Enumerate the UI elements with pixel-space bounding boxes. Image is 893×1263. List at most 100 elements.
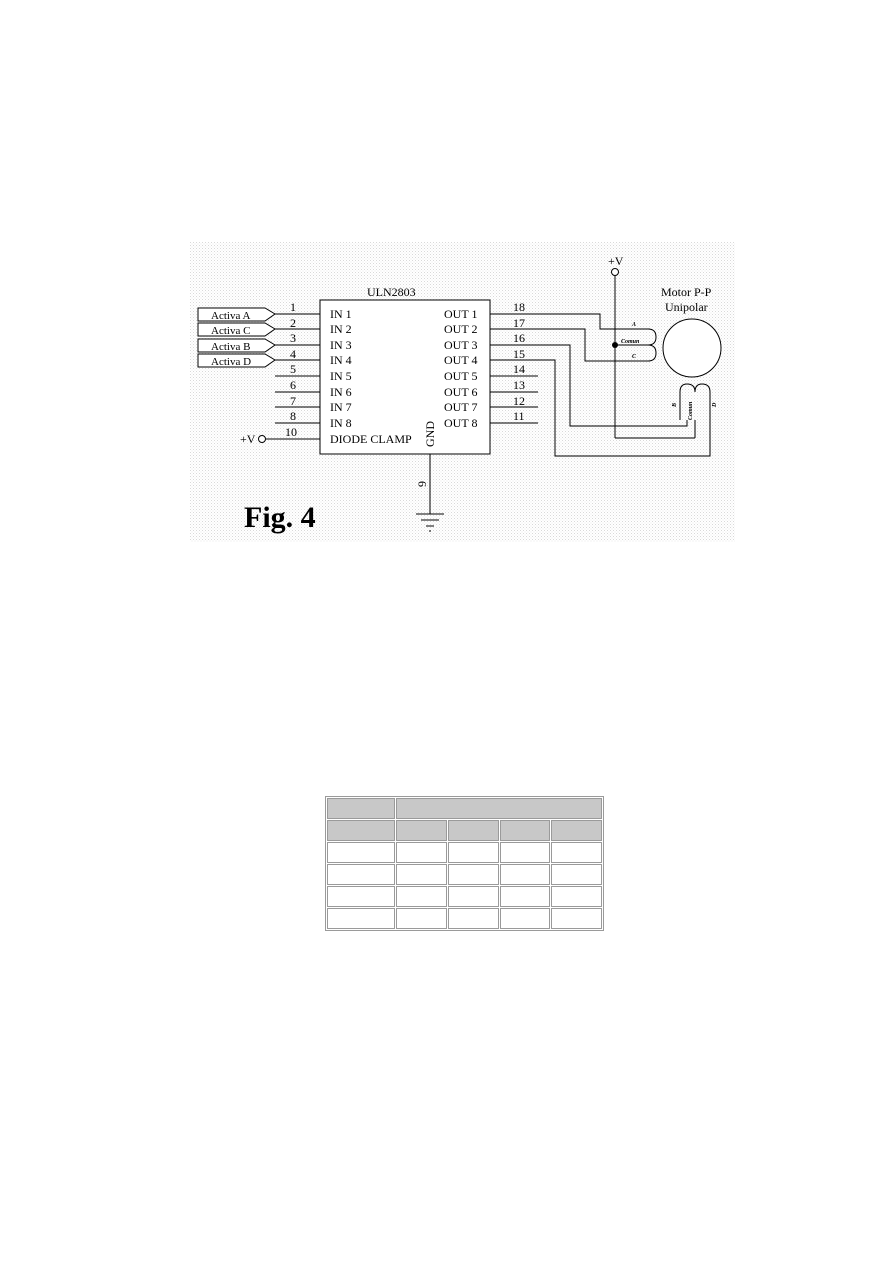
output-pin-lines bbox=[490, 313, 538, 424]
schematic: ULN2803 1 2 3 4 5 6 7 8 10 IN 1 IN 2 IN … bbox=[190, 242, 735, 542]
chip-body bbox=[319, 299, 491, 455]
coil-label: Comun bbox=[621, 339, 640, 345]
input-label: IN 8 bbox=[330, 416, 352, 430]
circuit-diagram: ULN2803 1 2 3 4 5 6 7 8 10 IN 1 IN 2 IN … bbox=[190, 242, 735, 542]
signal-box bbox=[197, 322, 276, 337]
table-header-cell bbox=[327, 820, 395, 841]
coil-label: D bbox=[712, 402, 718, 408]
motor-title-line2: Unipolar bbox=[665, 300, 708, 314]
pin-number: 16 bbox=[513, 331, 525, 345]
output-pin-numbers: 18 17 16 15 14 13 12 11 bbox=[513, 300, 525, 423]
output-label: OUT 5 bbox=[444, 369, 477, 383]
output-label: OUT 1 bbox=[444, 307, 477, 321]
signal-box bbox=[197, 307, 276, 322]
chip-name: ULN2803 bbox=[367, 285, 416, 299]
table-header-cell bbox=[551, 820, 602, 841]
pin-number: 1 bbox=[290, 300, 296, 314]
output-label: OUT 3 bbox=[444, 338, 477, 352]
signal-label: Activa C bbox=[211, 325, 250, 337]
table-row bbox=[327, 886, 602, 907]
blank-table bbox=[325, 796, 604, 931]
table-cell bbox=[499, 908, 551, 929]
table-cell bbox=[499, 842, 551, 863]
coil2-symbol bbox=[679, 383, 711, 420]
coil-label: Comun bbox=[688, 401, 694, 420]
diode-clamp-label: DIODE CLAMP bbox=[330, 432, 412, 446]
coil-label: B bbox=[672, 403, 678, 408]
table-cell bbox=[447, 908, 499, 929]
pin-number: 14 bbox=[513, 362, 525, 376]
motor-wiring bbox=[538, 313, 711, 457]
table-cell bbox=[396, 886, 447, 907]
junction-dot bbox=[612, 342, 618, 348]
input-pin-numbers: 1 2 3 4 5 6 7 8 10 bbox=[285, 300, 297, 439]
signal-boxes: Activa A Activa C Activa B Activa D bbox=[197, 307, 276, 368]
input-label: IN 2 bbox=[330, 322, 352, 336]
output-labels: OUT 1 OUT 2 OUT 3 OUT 4 OUT 5 OUT 6 OUT … bbox=[444, 307, 477, 430]
pin-number: 8 bbox=[290, 409, 296, 423]
table-row bbox=[327, 908, 602, 929]
table-header-cell bbox=[396, 798, 602, 819]
table-cell bbox=[551, 864, 602, 885]
coil2-labels: B Comun D bbox=[672, 401, 718, 420]
table-cell bbox=[396, 908, 447, 929]
table-cell bbox=[551, 886, 602, 907]
pin-number: 13 bbox=[513, 378, 525, 392]
table-header-cell bbox=[396, 820, 447, 841]
motor-circle bbox=[662, 318, 722, 378]
output-label: OUT 7 bbox=[444, 400, 477, 414]
table-cell bbox=[327, 842, 395, 863]
input-label: IN 3 bbox=[330, 338, 352, 352]
output-label: OUT 4 bbox=[444, 353, 477, 367]
input-labels: IN 1 IN 2 IN 3 IN 4 IN 5 IN 6 IN 7 IN 8 … bbox=[330, 307, 412, 446]
coil-label: A bbox=[631, 322, 636, 328]
signal-label: Activa D bbox=[211, 356, 251, 368]
table-header-cell bbox=[499, 820, 551, 841]
clamp-supply-label: +V bbox=[240, 432, 256, 446]
pin-number: 2 bbox=[290, 316, 296, 330]
input-label: IN 1 bbox=[330, 307, 352, 321]
gnd-label: GND bbox=[423, 421, 437, 447]
table-cell bbox=[327, 864, 395, 885]
coil-label: C bbox=[632, 354, 637, 360]
table-header-row bbox=[327, 798, 602, 819]
pin-number: 7 bbox=[290, 394, 296, 408]
table-cell bbox=[551, 842, 602, 863]
pin-number: 12 bbox=[513, 394, 525, 408]
coil1-labels: A Comun C bbox=[621, 322, 640, 360]
pin-number: 15 bbox=[513, 347, 525, 361]
figure-caption: Fig. 4 bbox=[244, 501, 316, 534]
table-row bbox=[327, 842, 602, 863]
table-cell bbox=[396, 864, 447, 885]
input-pin-lines bbox=[266, 313, 320, 440]
input-label: IN 7 bbox=[330, 400, 352, 414]
pin-number: 10 bbox=[285, 425, 297, 439]
input-label: IN 6 bbox=[330, 385, 352, 399]
table-cell bbox=[327, 908, 395, 929]
input-label: IN 5 bbox=[330, 369, 352, 383]
pin-number: 17 bbox=[513, 316, 525, 330]
ground-icon bbox=[416, 513, 444, 532]
output-label: OUT 2 bbox=[444, 322, 477, 336]
input-label: IN 4 bbox=[330, 353, 352, 367]
signal-box bbox=[197, 353, 276, 368]
table-row bbox=[327, 864, 602, 885]
signal-label: Activa A bbox=[211, 310, 250, 322]
pin-number: 6 bbox=[290, 378, 296, 392]
pin-number: 11 bbox=[513, 409, 525, 423]
table-cell bbox=[447, 864, 499, 885]
table-header-cell bbox=[327, 798, 395, 819]
pin-number: 4 bbox=[290, 347, 296, 361]
signal-box bbox=[197, 338, 276, 353]
table-subheader-row bbox=[327, 820, 602, 841]
supply-terminal bbox=[611, 268, 619, 276]
pin-number: 5 bbox=[290, 362, 296, 376]
signal-label: Activa B bbox=[211, 341, 250, 353]
clamp-supply-terminal bbox=[258, 435, 266, 443]
table-cell bbox=[499, 886, 551, 907]
supply-label: +V bbox=[608, 254, 624, 268]
table-cell bbox=[447, 886, 499, 907]
table-cell bbox=[447, 842, 499, 863]
pin-number: 3 bbox=[290, 331, 296, 345]
output-label: OUT 6 bbox=[444, 385, 477, 399]
